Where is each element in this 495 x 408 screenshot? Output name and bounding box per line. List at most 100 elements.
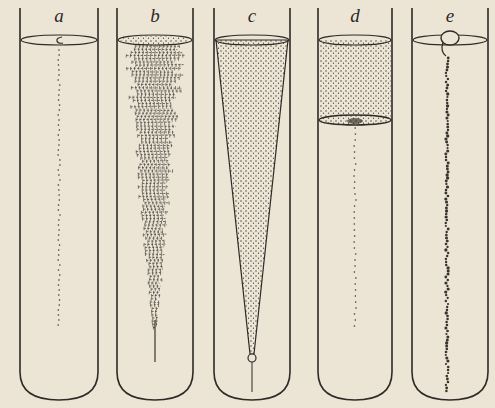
branch-stroke xyxy=(157,249,158,253)
branch-stroke xyxy=(164,73,165,77)
branch-stroke xyxy=(151,297,152,301)
growth-dot xyxy=(446,330,449,333)
branch-stroke xyxy=(155,288,156,292)
growth-dot xyxy=(447,287,450,290)
branch-stroke xyxy=(157,93,158,97)
branch-stroke xyxy=(136,110,173,112)
branch-stroke xyxy=(167,118,168,122)
branch-stroke xyxy=(158,304,159,308)
growth-dot xyxy=(446,309,449,312)
branch-stroke xyxy=(161,48,162,52)
growth-dot xyxy=(57,309,59,311)
branch-stroke xyxy=(164,169,165,173)
branch-stroke xyxy=(168,169,169,173)
branch-stroke xyxy=(135,86,136,90)
growth-dot xyxy=(445,258,447,260)
branch-stroke xyxy=(165,83,166,87)
branch-stroke xyxy=(135,46,179,47)
branch-stroke xyxy=(155,281,156,285)
branch-stroke xyxy=(156,153,157,157)
branch-stroke xyxy=(170,48,171,52)
growth-dot xyxy=(446,359,449,362)
branch-stroke xyxy=(164,153,165,157)
stab-line xyxy=(252,362,253,392)
branch-stroke xyxy=(173,134,174,138)
branch-stroke xyxy=(164,201,165,205)
branch-stroke xyxy=(166,179,167,183)
branch-stroke xyxy=(152,157,153,161)
branch-stroke xyxy=(150,182,151,186)
growth-dot xyxy=(447,369,450,372)
branch-stroke xyxy=(172,70,173,74)
branch-stroke xyxy=(141,176,142,180)
branch-stroke xyxy=(153,265,154,269)
branch-stroke xyxy=(144,209,165,210)
growth-dot xyxy=(57,114,59,116)
branch-stroke xyxy=(154,192,155,196)
branch-stroke xyxy=(158,301,159,305)
branch-stroke xyxy=(138,102,139,106)
branch-stroke xyxy=(135,64,136,67)
branch-stroke xyxy=(168,115,169,119)
branch-stroke xyxy=(157,185,158,189)
branch-stroke xyxy=(161,265,162,269)
branch-stroke xyxy=(159,198,160,202)
growth-dot xyxy=(58,139,60,141)
branch-stroke xyxy=(142,80,143,84)
branch-stroke xyxy=(143,77,144,81)
growth-dot xyxy=(446,108,448,110)
branch-stroke xyxy=(139,61,140,65)
branch-stroke xyxy=(138,134,176,136)
branch-stroke xyxy=(159,227,160,231)
branch-stroke xyxy=(144,157,145,161)
branch-stroke xyxy=(164,157,165,161)
branch-stroke xyxy=(179,86,180,90)
growth-dot xyxy=(59,299,61,301)
branch-stroke xyxy=(156,125,157,129)
branch-stroke xyxy=(149,286,160,287)
branch-stroke xyxy=(151,294,152,298)
growth-dot xyxy=(58,69,60,71)
branch-stroke xyxy=(167,61,168,65)
branch-stroke xyxy=(148,282,159,283)
growth-dot xyxy=(58,124,60,126)
branch-stroke xyxy=(150,301,151,305)
growth-dot xyxy=(445,351,448,354)
growth-dot xyxy=(446,92,449,95)
growth-dot xyxy=(444,290,447,293)
growth-dot xyxy=(58,254,60,256)
growth-dot xyxy=(447,269,450,272)
branch-stroke xyxy=(143,86,144,90)
branch-stroke xyxy=(152,308,158,309)
growth-dot xyxy=(446,306,448,308)
branch-stroke xyxy=(157,83,158,87)
branch-stroke xyxy=(163,208,164,212)
branch-stroke xyxy=(143,147,144,151)
growth-dot xyxy=(59,199,61,201)
branch-stroke xyxy=(168,121,169,125)
branch-stroke xyxy=(147,77,148,81)
growth-dot xyxy=(446,149,449,152)
branch-stroke xyxy=(149,237,150,241)
branch-stroke xyxy=(169,99,170,103)
branch-stroke xyxy=(157,189,158,193)
branch-stroke xyxy=(145,211,146,215)
branch-stroke xyxy=(141,93,142,97)
branch-stroke xyxy=(151,310,152,314)
branch-stroke xyxy=(147,64,148,67)
branch-stroke xyxy=(162,259,163,263)
branch-stroke xyxy=(145,83,146,87)
branch-stroke xyxy=(142,160,143,164)
growth-dot xyxy=(58,294,60,296)
branch-stroke xyxy=(150,173,151,177)
growth-dot xyxy=(58,189,60,191)
branch-stroke xyxy=(162,185,163,189)
branch-stroke xyxy=(159,208,160,212)
growth-dot xyxy=(447,129,449,131)
branch-stroke xyxy=(140,125,141,129)
branch-stroke xyxy=(150,166,151,170)
branch-stroke xyxy=(130,105,131,109)
branch-stroke xyxy=(165,185,166,189)
layer-liquefaction xyxy=(319,40,391,125)
branch-stroke xyxy=(153,173,154,177)
